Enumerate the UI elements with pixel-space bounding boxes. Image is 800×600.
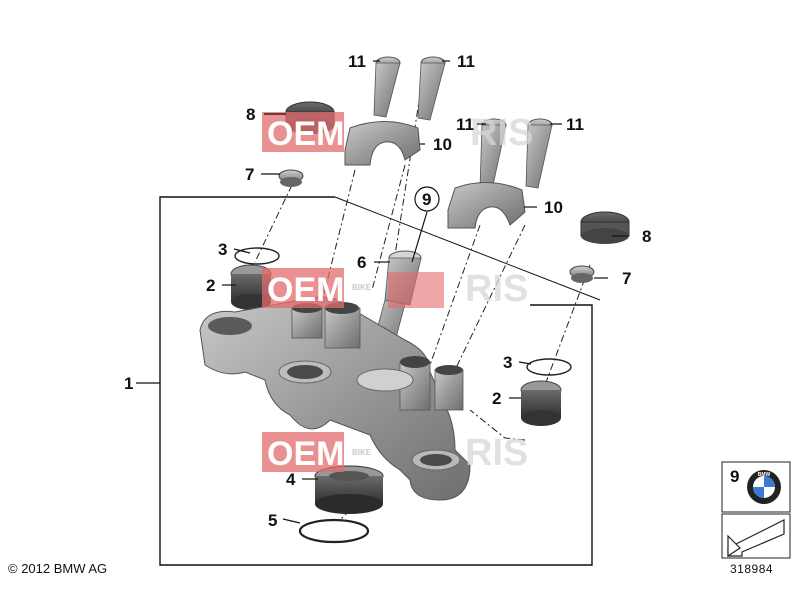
- watermark-brand-text: OEM: [267, 115, 344, 153]
- clamp-upper: [344, 121, 421, 166]
- seal-ring: [298, 518, 370, 544]
- callout-7-right: 7: [622, 269, 631, 288]
- arrow-icon: [727, 519, 785, 558]
- watermark-brand-text: OEM: [267, 435, 344, 473]
- callout-11-right-rear: 11: [566, 115, 584, 134]
- callout-9: 9: [422, 190, 431, 209]
- callout-4: 4: [286, 470, 296, 489]
- callout-3-right: 3: [503, 353, 512, 372]
- watermark-middle: OEM BIKE RIS: [262, 268, 528, 310]
- copyright-text: © 2012 BMW AG: [8, 561, 108, 576]
- callout-11-upper-right: 11: [457, 52, 475, 71]
- bolt-upper-right: [417, 56, 446, 121]
- callout-7-left: 7: [245, 165, 254, 184]
- watermark-suffix-text: RIS: [470, 112, 533, 154]
- clamp-lower: [447, 181, 526, 229]
- diagram-id: 318984: [730, 562, 774, 576]
- callout-2-right: 2: [492, 389, 501, 408]
- callout-11-right-front: 11: [456, 115, 474, 134]
- cap-right: [580, 211, 630, 244]
- legend-box: 9 BMW: [721, 461, 791, 559]
- legend-number: 9: [730, 467, 739, 486]
- fork-bridge: [199, 296, 471, 501]
- callout-10-upper: 10: [433, 135, 452, 154]
- watermark-suffix-text: RIS: [465, 432, 528, 474]
- callout-8-left: 8: [246, 105, 255, 124]
- o-ring-left: [234, 247, 280, 265]
- assembly-frame: [159, 196, 593, 566]
- o-ring-right: [526, 358, 572, 376]
- callout-5: 5: [268, 511, 277, 530]
- assembly-frame-diagonal: [334, 196, 601, 301]
- watermark-bottom: OEM BIKE RIS: [262, 432, 528, 474]
- callout-8-right: 8: [642, 227, 651, 246]
- watermark-brand-text: OEM: [267, 271, 344, 309]
- watermark-small-text: BIKE: [352, 283, 372, 292]
- callout-11-upper-left: 11: [348, 52, 366, 71]
- washer-left: [278, 169, 304, 187]
- callout-10-lower: 10: [544, 198, 563, 217]
- callout-6: 6: [357, 253, 366, 272]
- bushing-right: [520, 380, 562, 426]
- washer-right: [569, 265, 595, 283]
- bolt-right-rear: [525, 118, 553, 189]
- watermark-suffix-text: RIS: [465, 268, 528, 310]
- watermark-small-text: BIKE: [352, 448, 372, 457]
- callout-3-left: 3: [218, 240, 227, 259]
- assembly-axes: [244, 94, 591, 521]
- leader-lines: [136, 60, 628, 524]
- bmw-logo-icon: BMW: [747, 470, 781, 504]
- bearing: [314, 465, 384, 514]
- bmw-logo-text: BMW: [758, 472, 771, 478]
- callout-9-circle: [414, 186, 440, 212]
- callout-1: 1: [124, 374, 133, 393]
- callout-2-left: 2: [206, 276, 215, 295]
- watermark-top: OEM RIS: [262, 112, 533, 154]
- bolt-upper-left: [373, 56, 401, 118]
